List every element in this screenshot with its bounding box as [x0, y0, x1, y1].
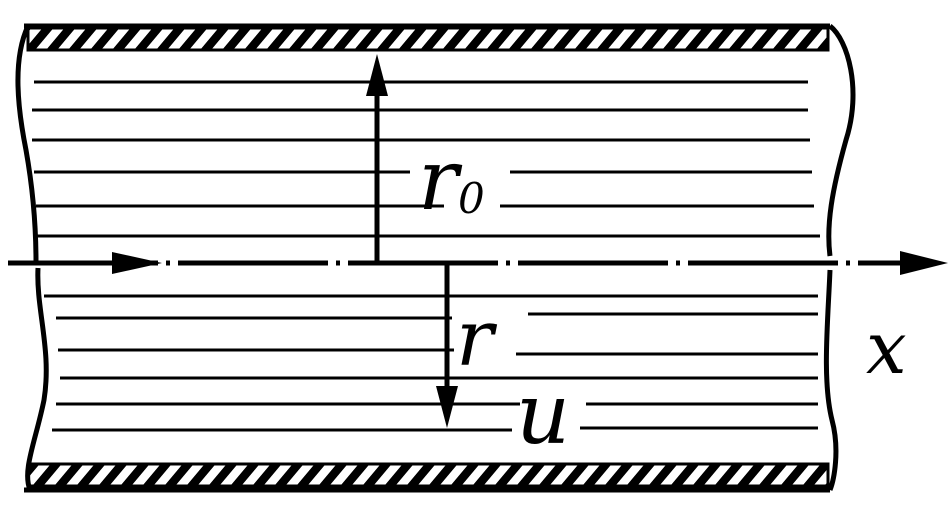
left-cut-edge-bottom — [25, 267, 49, 491]
flow-inlet-arrowhead — [112, 252, 162, 274]
x-axis-arrowhead — [900, 251, 948, 275]
right-cut-edge-top — [826, 24, 856, 257]
centerline-axis — [8, 251, 948, 275]
left-cut-edge-top — [15, 24, 39, 263]
r0-subscript: 0 — [458, 174, 485, 223]
x-axis-label: x — [866, 306, 907, 390]
bottom-pipe-wall — [24, 462, 830, 493]
r0-label: r — [418, 131, 459, 229]
radius-r-arrow — [436, 263, 458, 428]
radius-r0-arrow — [366, 54, 388, 263]
right-cut-edge-bottom — [823, 269, 839, 491]
r-label: r — [456, 294, 494, 384]
lower-streamlines — [44, 294, 818, 432]
upper-streamlines — [32, 80, 820, 238]
top-pipe-wall — [24, 23, 830, 52]
u-label: u — [516, 365, 571, 463]
